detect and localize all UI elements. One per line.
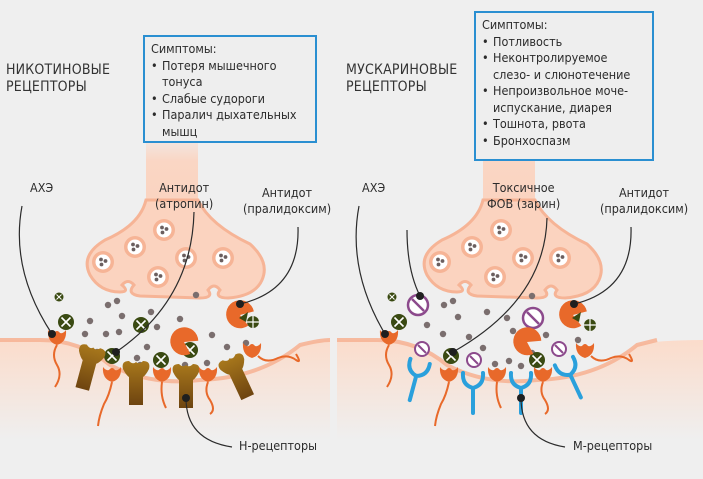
symptom-item: Бронхоспазм [482, 133, 646, 150]
pralidoxime-label-line1: Антидот [261, 185, 313, 200]
symptom-item: Слабые судороги [151, 91, 309, 108]
symptoms-header: Симптомы: [151, 41, 217, 56]
muscarinic-symptoms-box: Симптомы: Потливость Неконтролируемое сл… [474, 11, 654, 161]
nicotinic-title-line1: НИКОТИНОВЫЕ [6, 62, 111, 78]
pralidoxime-label-left: Антидот (пралидоксим) [243, 185, 331, 217]
nicotinic-symptoms-box: Симптомы: Потеря мышечного тонуса Слабые… [143, 35, 317, 143]
n-receptors-label: Н-рецепторы [239, 438, 317, 453]
ache-label-right: АХЭ [362, 180, 386, 195]
sarin-label-line2: ФОВ (зарин) [487, 196, 561, 211]
ache-label-left: АХЭ [30, 180, 54, 195]
sarin-label-line1: Токсичное [492, 180, 555, 195]
nicotinic-title-line2: РЕЦЕПТОРЫ [6, 79, 87, 95]
presynaptic-terminal-right [422, 198, 603, 300]
muscarinic-title: МУСКАРИНОВЫЕ РЕЦЕПТОРЫ [346, 62, 457, 96]
ache-enzymes-left [47, 330, 300, 427]
nicotinic-title: НИКОТИНОВЫЕ РЕЦЕПТОРЫ [6, 62, 110, 96]
m-receptors-label: М-рецепторы [573, 438, 653, 453]
atropine-label: Антидот (атропин) [155, 180, 213, 212]
symptom-item: Неконтролируемое слезо- и слюнотечение [482, 50, 646, 83]
muscarinic-title-line1: МУСКАРИНОВЫЕ [346, 62, 458, 78]
presynaptic-terminal-left [85, 198, 266, 300]
pralidoxime-label-line2: (пралидоксим) [243, 201, 332, 216]
symptom-item: Потливость [482, 34, 646, 51]
symptom-item: Потеря мышечного тонуса [151, 58, 309, 91]
atropine-label-line1: Антидот [159, 180, 210, 195]
left-synapse [0, 130, 331, 448]
muscarinic-title-line2: РЕЦЕПТОРЫ [346, 79, 427, 95]
symptom-item: Тошнота, рвота [482, 116, 646, 133]
symptoms-list: Потливость Неконтролируемое слезо- и слю… [482, 34, 646, 150]
symptoms-list: Потеря мышечного тонуса Слабые судороги … [151, 58, 309, 141]
symptom-item: Непроизвольное моче-испускание, диарея [482, 83, 646, 116]
pralidoxime-label-right: Антидот (пралидоксим) [600, 185, 688, 217]
right-synapse [337, 130, 703, 448]
sarin-label: Токсичное ФОВ (зарин) [487, 180, 560, 212]
atropine-label-line2: (атропин) [155, 196, 214, 211]
symptom-item: Паралич дыхательных мышц [151, 107, 309, 140]
pralidoxime-label-line1: Антидот [618, 185, 670, 200]
pralidoxime-label-line2: (пралидоксим) [600, 201, 689, 216]
ache-enzymes-right [379, 330, 633, 427]
symptoms-header: Симптомы: [482, 17, 548, 32]
